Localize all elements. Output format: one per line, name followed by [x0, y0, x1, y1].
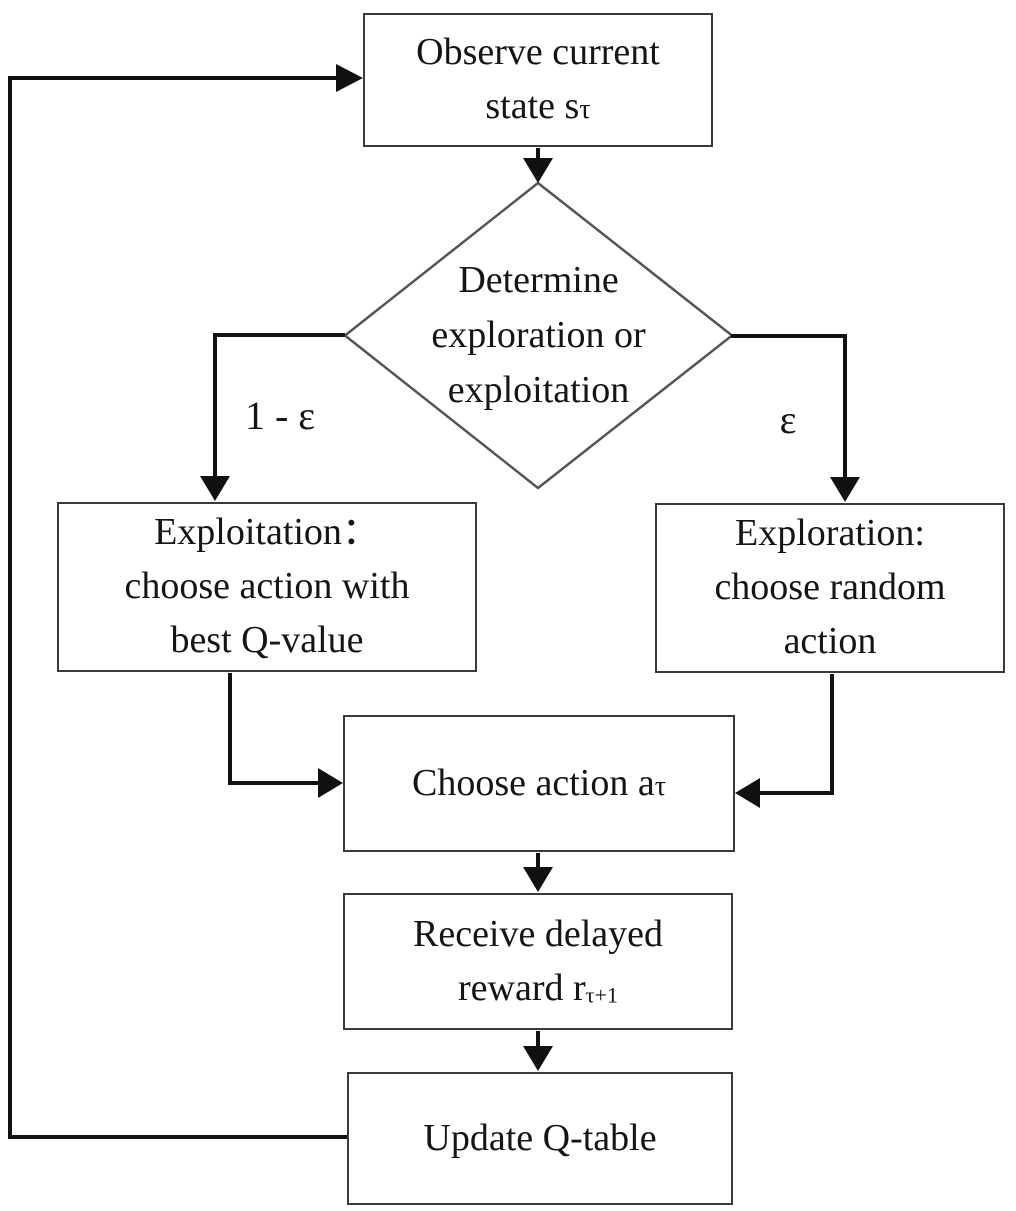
- edge-decision-to-exploration-arrowhead: [830, 477, 860, 502]
- exploration-line3: action: [783, 619, 877, 662]
- edge-update-to-observe-line: [8, 76, 349, 1139]
- edge-exploitation-to-choose-line: [228, 673, 320, 785]
- decision-diamond-shape: [342, 181, 735, 490]
- choose-action-text: Choose action aτ: [411, 761, 666, 804]
- node-receive-reward: Receive delayed reward rτ+1: [343, 893, 733, 1030]
- edge-exploration-to-choose-arrowhead: [735, 778, 760, 808]
- edge-label-epsilon: ε: [779, 397, 797, 442]
- exploitation-line3: best Q-value: [170, 618, 364, 661]
- edge-decision-to-exploitation-arrowhead: [200, 476, 230, 501]
- edge-receive-to-update-arrowhead: [523, 1046, 553, 1071]
- node-exploration: Exploration: choose random action: [655, 503, 1005, 673]
- observe-line2: state sτ: [485, 85, 591, 127]
- exploitation-line2: choose action with: [124, 565, 410, 608]
- receive-reward-line1: Receive delayed: [412, 912, 664, 955]
- observe-line1: Observe current: [416, 31, 660, 74]
- edge-exploration-to-choose-line: [758, 674, 834, 795]
- edge-label-one-minus-epsilon: 1 - ε: [244, 393, 316, 438]
- exploitation-line1: Exploitation：: [154, 511, 380, 554]
- edge-update-to-observe-arrowhead: [336, 64, 363, 92]
- choose-action-subscript: τ: [654, 770, 666, 802]
- node-decision: Determine exploration or exploitation: [345, 183, 732, 488]
- edge-exploitation-to-choose-arrowhead: [318, 768, 343, 798]
- exploration-line1: Exploration:: [735, 512, 925, 555]
- observe-subscript: τ: [579, 94, 591, 125]
- edge-choose-to-receive-arrowhead: [523, 867, 553, 892]
- decision-line3: exploitation: [447, 369, 630, 412]
- node-update-qtable: Update Q-table: [347, 1072, 733, 1205]
- receive-reward-line2: reward rτ+1: [458, 966, 618, 1009]
- edge-decision-to-exploration-line: [731, 334, 847, 479]
- edge-decision-to-exploitation-line: [213, 333, 345, 478]
- decision-line2: exploration or: [431, 313, 646, 356]
- edge-observe-to-decision-arrowhead: [523, 158, 553, 183]
- node-observe-state: Observe current state sτ: [363, 13, 713, 147]
- node-choose-action: Choose action aτ: [343, 715, 735, 852]
- node-exploitation: Exploitation： choose action with best Q-…: [57, 502, 477, 672]
- decision-line1: Determine: [458, 258, 619, 301]
- exploration-line2: choose random: [714, 566, 946, 609]
- update-qtable-label: Update Q-table: [423, 1116, 657, 1159]
- receive-reward-subscript: τ+1: [585, 982, 618, 1008]
